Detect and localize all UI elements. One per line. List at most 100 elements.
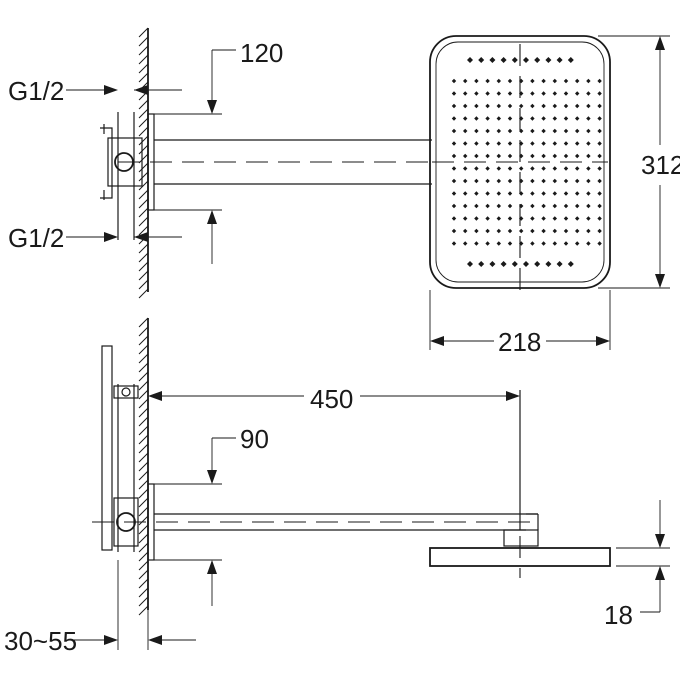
nozzle-dot <box>467 57 473 63</box>
nozzle-dot <box>556 57 563 63</box>
nozzle-dot <box>575 241 580 246</box>
nozzle-dot <box>507 166 513 171</box>
nozzle-dot <box>563 216 569 221</box>
nozzle-dot <box>552 141 557 146</box>
nozzle-dot <box>474 153 479 159</box>
nozzle-dot <box>496 228 501 234</box>
nozzle-dot <box>552 241 557 246</box>
nozzle-dot <box>496 141 501 146</box>
hatch-line <box>138 225 149 236</box>
nozzle-dot <box>451 241 457 246</box>
nozzle-dot <box>496 153 501 159</box>
nozzle-dot <box>474 103 479 109</box>
nozzle-dot <box>575 141 580 146</box>
nozzle-dot <box>597 103 602 109</box>
hatch-line <box>138 63 149 74</box>
nozzle-dot <box>545 261 552 267</box>
hatch-line <box>138 407 149 418</box>
nozzle-dot <box>575 103 580 109</box>
nozzle-dot <box>485 216 490 221</box>
nozzle-dot <box>519 166 524 171</box>
dim-30-55-label: 30~55 <box>4 626 77 656</box>
nozzle-dot <box>563 166 569 171</box>
nozzle-dot <box>474 141 479 146</box>
nozzle-dot <box>467 261 473 267</box>
nozzle-dot <box>485 228 490 234</box>
nozzle-dot <box>485 141 490 146</box>
nozzle-dot <box>552 191 557 196</box>
nozzle-dot <box>597 166 602 171</box>
nozzle-dot <box>586 78 591 84</box>
hatch-line <box>138 596 149 607</box>
nozzle-dot <box>463 203 468 209</box>
nozzle-dot <box>463 91 468 96</box>
nozzle-dot <box>575 78 580 84</box>
nozzle-dot <box>545 57 552 63</box>
hatch-line <box>138 569 149 580</box>
nozzle-dot <box>507 103 513 109</box>
nozzle-dot <box>563 103 569 109</box>
nozzle-dot <box>575 178 580 184</box>
side-view: 450 90 18 30~55 <box>4 317 670 656</box>
nozzle-dot <box>485 103 490 109</box>
nozzle-dot <box>586 103 591 109</box>
nozzle-dot <box>586 166 591 171</box>
nozzle-dot <box>541 166 546 171</box>
hatch-line <box>138 207 149 218</box>
nozzle-dot <box>586 228 591 234</box>
nozzle-dot <box>485 91 490 96</box>
nozzle-dot <box>463 216 468 221</box>
nozzle-dot <box>485 178 490 184</box>
nozzle-dot <box>575 116 580 121</box>
nozzle-dot <box>451 128 457 134</box>
nozzle-dot <box>586 191 591 196</box>
nozzle-dot <box>541 116 546 121</box>
nozzle-dot <box>474 216 479 221</box>
nozzle-dot <box>552 153 557 159</box>
nozzle-dot <box>575 216 580 221</box>
hatch-line <box>138 371 149 382</box>
hatch-line <box>138 416 149 427</box>
nozzle-dot <box>597 91 602 96</box>
nozzle-dot <box>485 153 490 159</box>
hatch-line <box>138 99 149 110</box>
hatch-line <box>138 171 149 182</box>
nozzle-dot <box>489 261 496 267</box>
hatch-line <box>138 45 149 56</box>
dim-90-label: 90 <box>240 424 269 454</box>
arm-elbow <box>503 529 539 547</box>
nozzle-dot <box>541 216 546 221</box>
hatch-line <box>138 144 149 155</box>
nozzle-dot <box>474 241 479 246</box>
hatch-line <box>138 162 149 173</box>
nozzle-dot <box>463 141 468 146</box>
hatch-line <box>138 560 149 571</box>
hatch-line <box>138 108 149 119</box>
nozzle-dot <box>586 203 591 209</box>
nozzle-dot <box>485 78 490 84</box>
nozzle-dot <box>586 141 591 146</box>
nozzle-dot <box>534 261 541 267</box>
nozzle-dot <box>567 261 574 267</box>
hatch-line <box>138 216 149 227</box>
nozzle-dot <box>563 141 569 146</box>
nozzle-dot <box>563 241 569 246</box>
nozzle-dot <box>451 191 457 196</box>
nozzle-dot <box>485 116 490 121</box>
nozzle-dot <box>563 178 569 184</box>
nozzle-dot <box>451 153 457 159</box>
nozzle-dot <box>563 191 569 196</box>
nozzle-dot <box>485 166 490 171</box>
nozzle-dot <box>451 116 457 121</box>
nozzle-dot <box>519 116 524 121</box>
nozzle-dot <box>552 178 557 184</box>
nozzle-dot <box>597 191 602 196</box>
nozzle-dot <box>552 128 557 134</box>
nozzle-dot <box>496 178 501 184</box>
nozzle-dot <box>511 261 518 267</box>
nozzle-dot <box>586 178 591 184</box>
nozzle-dot <box>463 153 468 159</box>
nozzle-dot <box>507 91 513 96</box>
nozzle-dot <box>485 191 490 196</box>
